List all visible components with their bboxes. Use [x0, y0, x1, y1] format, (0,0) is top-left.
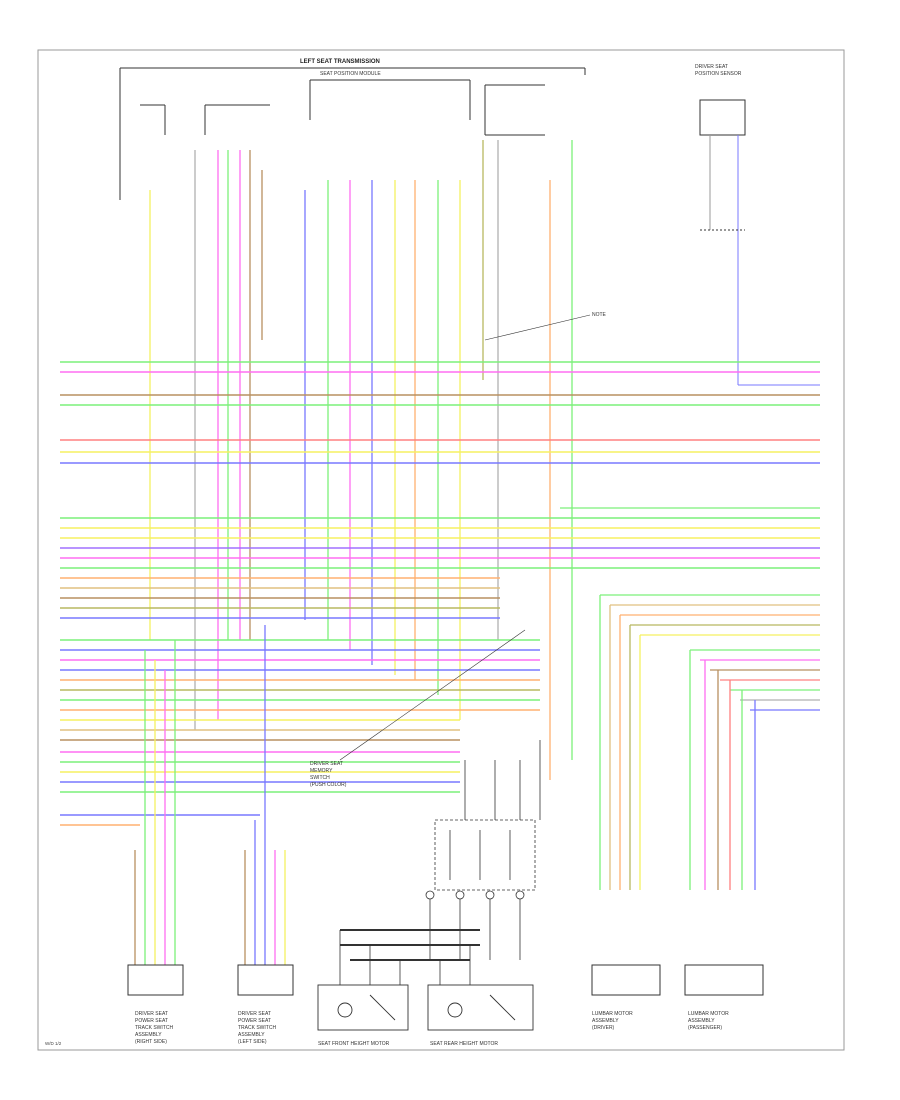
rear-height-motor: [427, 984, 534, 1031]
lumbar-connector-a: [591, 964, 661, 996]
footer-code: W/D 1/2: [45, 1041, 62, 1046]
mid-connector-label-4: ASSEMBLY: [238, 1032, 265, 1038]
lumbar-a-label-1: LUMBAR MOTOR: [592, 1011, 633, 1017]
mid-connector-label-3: TRACK SWITCH: [238, 1025, 276, 1031]
front-height-motor-label: SEAT FRONT HEIGHT MOTOR: [318, 1041, 390, 1047]
front-height-motor: [317, 984, 409, 1031]
switch-assembly: [339, 740, 541, 985]
left-connector-label-3: TRACK SWITCH: [135, 1025, 173, 1031]
sensor-label-2: POSITION SENSOR: [695, 71, 742, 77]
header-title-1: LEFT SEAT TRANSMISSION: [300, 59, 380, 65]
lumbar-a-label-2: ASSEMBLY: [592, 1018, 619, 1024]
lumbar-a-label-3: (DRIVER): [592, 1025, 615, 1031]
rear-height-motor-label: SEAT REAR HEIGHT MOTOR: [430, 1041, 498, 1047]
lumbar-b-label-2: ASSEMBLY: [688, 1018, 715, 1024]
left-connector-label-1: DRIVER SEAT: [135, 1011, 168, 1017]
mid-connector-label-2: POWER SEAT: [238, 1018, 271, 1024]
sensor-label-1: DRIVER SEAT: [695, 64, 728, 70]
mid-connector: [237, 625, 294, 996]
center-label-1: DRIVER SEAT: [310, 761, 343, 767]
left-connector-label-4: ASSEMBLY: [135, 1032, 162, 1038]
diagram-frame: [37, 49, 845, 1051]
lumbar-b-label-3: (PASSENGER): [688, 1025, 722, 1031]
center-label-2: MEMORY: [310, 768, 333, 774]
seat-module-header: [119, 67, 586, 200]
left-connector-label-5: (RIGHT SIDE): [135, 1039, 167, 1045]
note-label: NOTE: [592, 312, 607, 318]
center-label-4: (PUSH COLOR): [310, 782, 347, 788]
left-connector-label-2: POWER SEAT: [135, 1018, 168, 1024]
top-vertical-wires: [149, 140, 573, 780]
horizontal-bus-wires: [60, 361, 820, 826]
position-sensor-block: [699, 99, 820, 386]
note-leaders: [339, 314, 591, 761]
right-side-wires: [560, 507, 820, 890]
lumbar-b-label-1: LUMBAR MOTOR: [688, 1011, 729, 1017]
center-label-3: SWITCH: [310, 775, 330, 781]
left-connector: [127, 640, 184, 996]
mid-connector-label-5: (LEFT SIDE): [238, 1039, 267, 1045]
lumbar-connector-b: [684, 964, 764, 996]
mid-connector-label-1: DRIVER SEAT: [238, 1011, 271, 1017]
header-title-2: SEAT POSITION MODULE: [320, 71, 381, 77]
